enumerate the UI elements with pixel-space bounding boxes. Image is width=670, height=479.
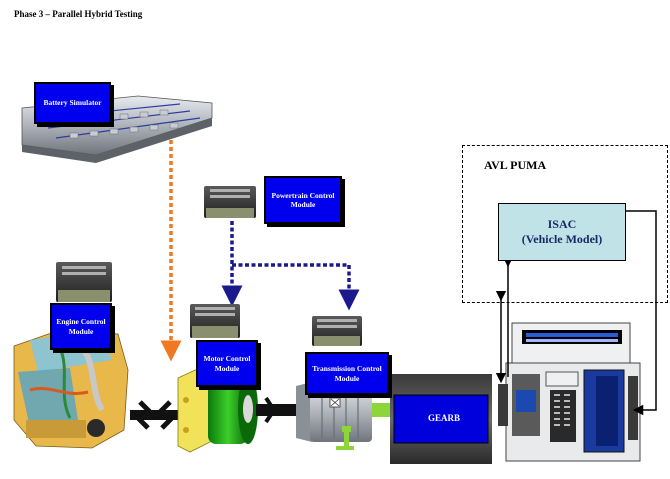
engine-shaft bbox=[130, 400, 180, 430]
controller-links bbox=[221, 221, 360, 311]
engine-control-module-label: Engine Control Module bbox=[50, 303, 112, 350]
avl-puma-box bbox=[462, 145, 668, 303]
gearbox-image bbox=[390, 374, 492, 464]
transmission-ecu-image bbox=[312, 316, 362, 346]
isac-links bbox=[495, 210, 657, 416]
gearb-label: GEARB bbox=[428, 413, 461, 423]
motor-control-module-label: Motor Control Module bbox=[196, 340, 258, 387]
dyno-image bbox=[498, 322, 641, 462]
motor-shaft bbox=[256, 396, 302, 424]
avl-puma-title: AVL PUMA bbox=[484, 158, 547, 172]
page-title: Phase 3 – Parallel Hybrid Testing bbox=[14, 9, 143, 19]
isac-vehicle-model-box: ISAC (Vehicle Model) bbox=[498, 203, 626, 261]
powertrain-ecu-image bbox=[204, 186, 256, 218]
motor-image bbox=[177, 365, 258, 453]
battery-simulator-label: Battery Simulator bbox=[34, 82, 111, 124]
motor-ecu-image bbox=[190, 304, 240, 338]
powertrain-control-module-label: Powertrain Control Module bbox=[264, 176, 342, 224]
engine-ecu-image bbox=[56, 262, 112, 302]
transmission-control-module-label: Transmission Control Module bbox=[305, 352, 389, 395]
transmission-image bbox=[296, 382, 394, 450]
